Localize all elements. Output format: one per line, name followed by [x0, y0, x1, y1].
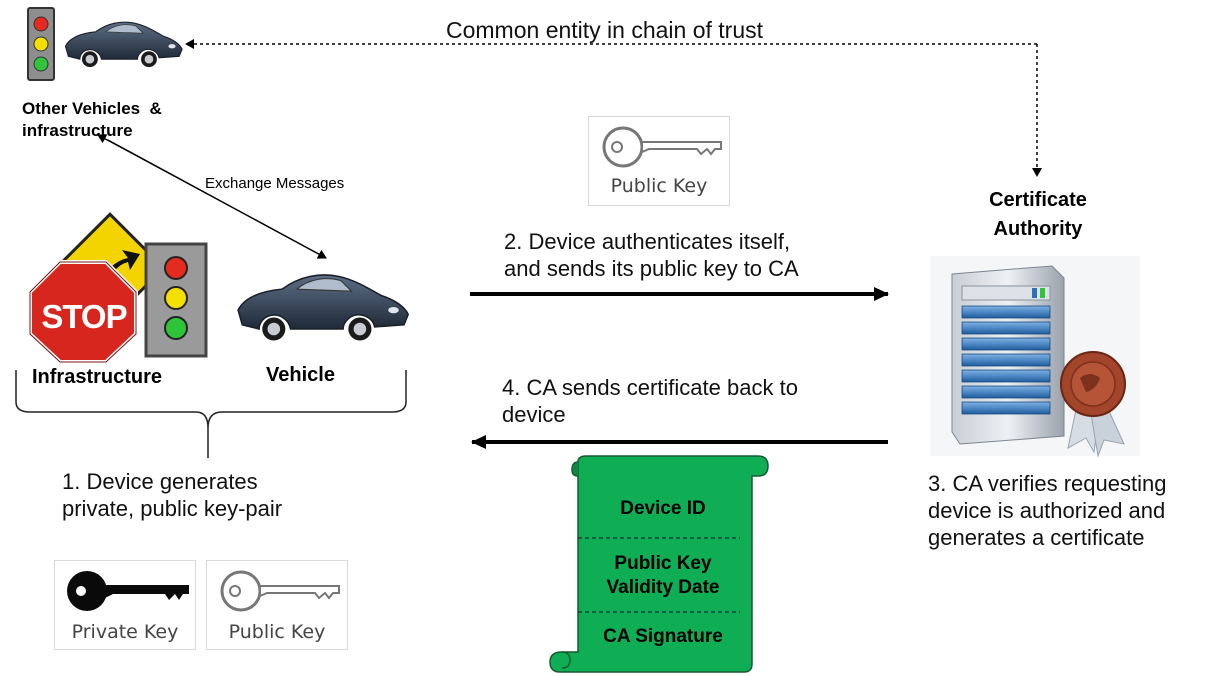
device-bracket — [15, 370, 407, 458]
chain-of-trust-label: Common entity in chain of trust — [446, 17, 764, 43]
step-3-text: 3. CA verifies requesting device is auth… — [928, 470, 1166, 551]
public-key-label-top: Public Key — [610, 175, 708, 197]
private-key-icon — [67, 571, 189, 611]
other-vehicles-line-2: infrastructure — [22, 121, 133, 140]
exchange-messages-label: Exchange Messages — [205, 175, 345, 192]
public-key-label-bottom: Public Key — [228, 621, 326, 643]
step-4-line-2: device — [502, 402, 566, 427]
step-4-line-1: 4. CA sends certificate back to — [502, 375, 798, 400]
other-vehicles-label: Other Vehicles & infrastructure — [22, 98, 162, 142]
small-traffic-light-icon — [27, 7, 55, 81]
public-key-card-bottom: Public Key — [206, 560, 348, 650]
stop-sign-icon — [28, 260, 138, 364]
private-key-label: Private Key — [71, 621, 179, 643]
ca-title-line-2: Authority — [993, 218, 1083, 240]
certificate-field-validity-date: Validity Date — [606, 577, 720, 598]
vehicle-car-icon — [237, 274, 409, 342]
public-key-card-top: Public Key — [588, 116, 730, 206]
traffic-light-icon — [144, 242, 208, 358]
vehicle-label: Vehicle — [266, 364, 335, 386]
public-key-icon-bottom — [220, 570, 340, 612]
step-4-text: 4. CA sends certificate back to device — [502, 374, 798, 428]
step-3-line-3: generates a certificate — [928, 525, 1145, 550]
certificate-scroll — [549, 455, 769, 673]
other-vehicles-line-1: Other Vehicles & — [22, 99, 162, 118]
ca-title: Certificate Authority — [962, 186, 1114, 244]
infrastructure-label: Infrastructure — [32, 366, 163, 388]
step-3-line-2: device is authorized and — [928, 498, 1166, 523]
certificate-field-key-validity: Public Key Validity Date — [578, 552, 748, 600]
step-1-line-1: 1. Device generates — [62, 469, 258, 494]
step-2-line-1: 2. Device authenticates itself, — [504, 229, 791, 254]
step-3-line-1: 3. CA verifies requesting — [928, 471, 1167, 496]
step-1-line-2: private, public key-pair — [62, 496, 283, 521]
step-2-line-2: and sends its public key to CA — [504, 256, 799, 281]
step-2-text: 2. Device authenticates itself, and send… — [504, 228, 799, 282]
exchange-messages-arrow — [97, 134, 327, 259]
chain-of-trust-connector — [185, 39, 1042, 177]
certificate-field-public-key: Public Key — [614, 553, 712, 574]
ca-title-line-1: Certificate — [989, 189, 1087, 211]
small-car-icon — [64, 21, 183, 68]
certificate-seal-icon — [1060, 351, 1126, 458]
private-key-card: Private Key — [54, 560, 196, 650]
public-key-icon — [602, 126, 722, 168]
stop-sign-text: STOP — [41, 298, 127, 335]
step-1-text: 1. Device generates private, public key-… — [62, 468, 282, 522]
certificate-field-ca-signature: CA Signature — [603, 626, 723, 647]
certificate-field-device-id: Device ID — [620, 498, 706, 519]
